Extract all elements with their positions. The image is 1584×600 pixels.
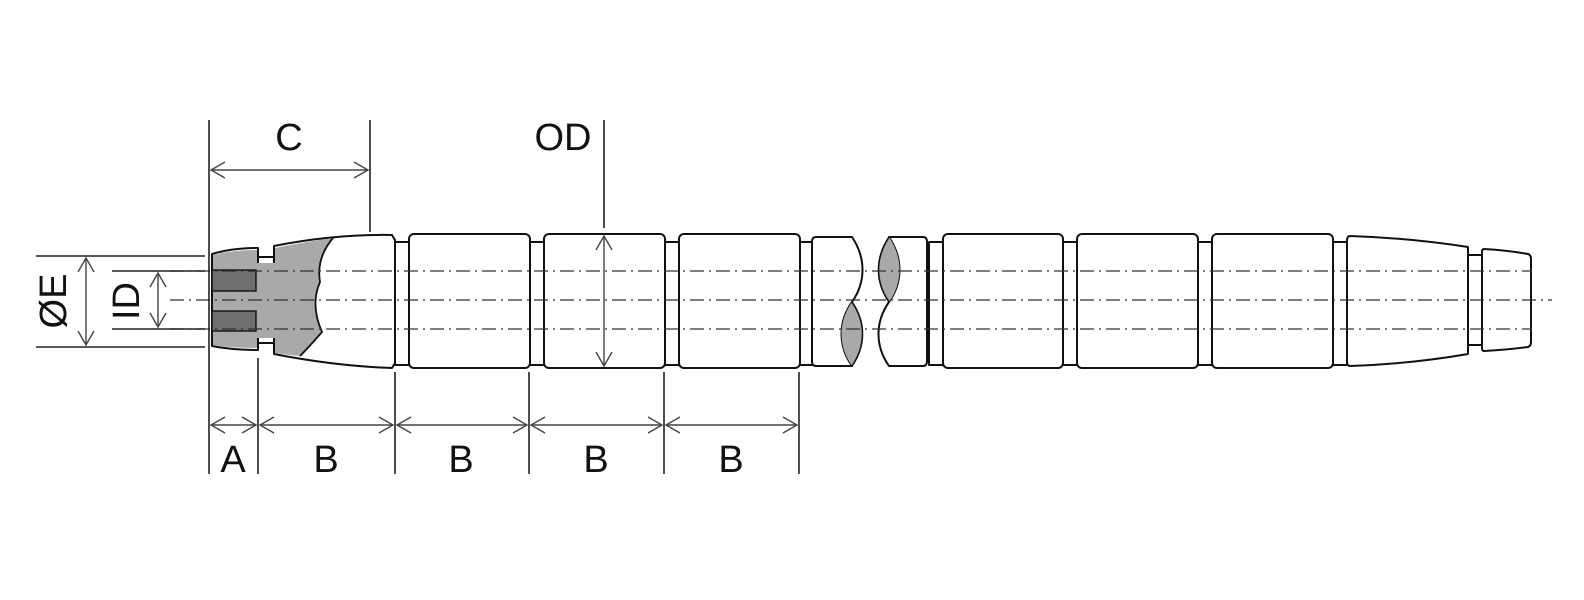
label-b-2: B xyxy=(448,439,473,481)
break-section-left xyxy=(841,302,863,366)
hose-segments xyxy=(408,233,1334,369)
label-b-4: B xyxy=(718,439,743,481)
label-a: A xyxy=(220,439,246,481)
right-end-fitting xyxy=(1346,235,1532,367)
neck xyxy=(928,241,944,366)
arrowhead xyxy=(149,271,167,288)
label-id: ID xyxy=(106,282,148,320)
neck xyxy=(1197,241,1213,366)
break-section-right xyxy=(878,237,900,302)
label-od: OD xyxy=(535,117,592,159)
arrowhead xyxy=(258,416,275,434)
centerlines xyxy=(170,270,1552,330)
dimension-lines xyxy=(77,161,799,434)
arrowhead xyxy=(664,416,681,434)
label-c: C xyxy=(275,117,302,159)
arrowhead xyxy=(529,416,546,434)
segment xyxy=(1211,233,1334,369)
segment xyxy=(942,233,1064,369)
label-e: ØE xyxy=(33,274,75,329)
arrowhead xyxy=(595,234,613,251)
break-curve-left xyxy=(851,301,864,367)
neck xyxy=(664,241,680,366)
arrowhead xyxy=(595,351,613,368)
arrowhead xyxy=(77,256,95,273)
label-b-3: B xyxy=(583,439,608,481)
arrowhead xyxy=(378,416,395,434)
neck xyxy=(529,241,545,366)
segment xyxy=(678,233,801,369)
bore-wall-lower xyxy=(211,310,257,332)
arrowhead xyxy=(353,161,370,179)
label-b-1: B xyxy=(313,439,338,481)
bore-wall-upper xyxy=(211,269,257,292)
arrowhead xyxy=(149,312,167,329)
dimension-labels: C OD A B B B B ØE ID xyxy=(33,117,744,481)
neck xyxy=(1332,241,1348,366)
arrowhead xyxy=(77,330,95,347)
break-symbol xyxy=(811,236,928,367)
tapered-collar-right xyxy=(1346,235,1469,367)
break-curve-right xyxy=(877,236,890,303)
neck xyxy=(394,241,410,366)
extension-lines xyxy=(36,120,800,474)
segment xyxy=(1076,233,1199,369)
arrowhead xyxy=(209,416,226,434)
hose-assembly xyxy=(211,233,1532,369)
left-end-fitting xyxy=(211,233,396,369)
segment xyxy=(408,233,531,369)
arrowhead xyxy=(647,416,664,434)
arrowhead xyxy=(241,416,258,434)
arrowhead xyxy=(395,416,412,434)
cutaway-edge xyxy=(299,237,334,357)
arrowhead xyxy=(782,416,799,434)
arrowhead xyxy=(209,161,226,179)
arrowhead xyxy=(512,416,529,434)
neck xyxy=(1062,241,1078,366)
